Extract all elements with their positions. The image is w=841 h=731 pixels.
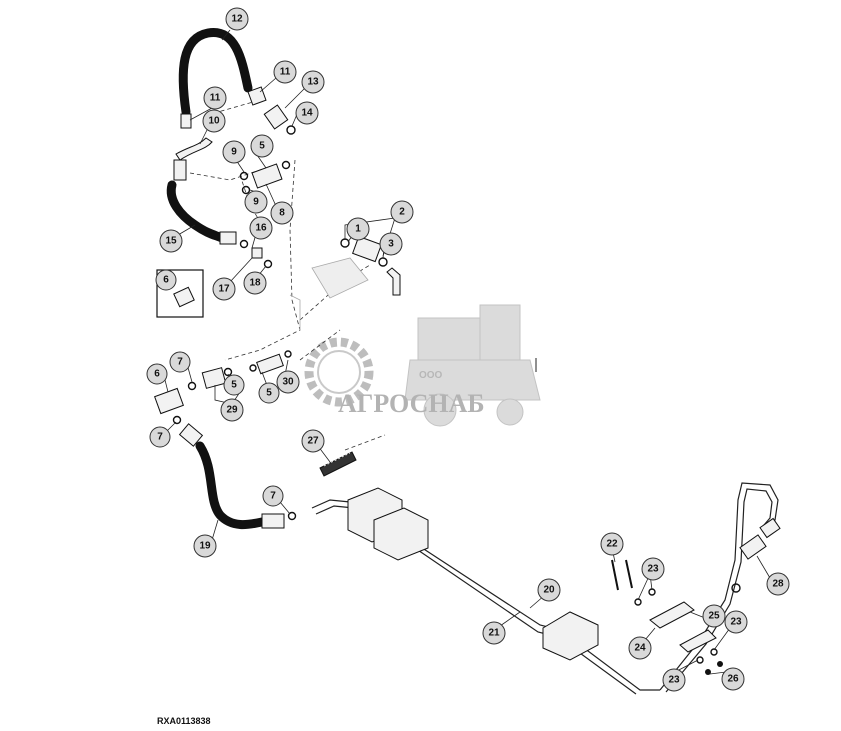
callout-23: 23 xyxy=(641,557,665,581)
svg-text:22: 22 xyxy=(606,539,618,550)
floor-plate xyxy=(289,257,537,372)
callout-24: 24 xyxy=(628,636,652,660)
fitting-8 xyxy=(239,160,291,195)
svg-text:6: 6 xyxy=(154,369,160,380)
callout-19: 19 xyxy=(193,534,217,558)
callout-7: 7 xyxy=(169,351,191,373)
callout-18: 18 xyxy=(243,271,267,295)
svg-text:23: 23 xyxy=(668,675,680,686)
callout-6: 6 xyxy=(146,363,168,385)
callout-12: 12 xyxy=(225,7,249,31)
svg-text:29: 29 xyxy=(226,405,238,416)
svg-text:14: 14 xyxy=(301,108,313,119)
valve-block-lower xyxy=(542,611,599,661)
hose-19 xyxy=(178,423,297,530)
svg-text:16: 16 xyxy=(255,223,267,234)
callout-13: 13 xyxy=(301,70,325,94)
svg-text:28: 28 xyxy=(772,579,784,590)
callouts: 12 11 13 11 14 10 9 5 9 8 2 1 3 15 16 17… xyxy=(146,7,790,692)
gear-logo-icon xyxy=(304,337,374,407)
bracket-24-25 xyxy=(611,559,741,675)
elbow-fitting-10 xyxy=(173,137,213,181)
reference-code: RXA0113838 xyxy=(157,716,211,726)
callout-10: 10 xyxy=(202,109,226,133)
callout-23: 23 xyxy=(662,668,686,692)
svg-text:30: 30 xyxy=(282,377,294,388)
svg-text:5: 5 xyxy=(266,388,272,399)
callout-5: 5 xyxy=(258,382,280,404)
callout-20: 20 xyxy=(537,578,561,602)
svg-text:1: 1 xyxy=(355,224,361,235)
svg-text:18: 18 xyxy=(249,278,261,289)
svg-text:26: 26 xyxy=(727,674,739,685)
callout-11: 11 xyxy=(203,86,227,110)
valve-block-upper-left xyxy=(347,487,429,561)
callout-7: 7 xyxy=(149,426,171,448)
hose-12 xyxy=(178,28,253,129)
callout-30: 30 xyxy=(276,370,300,394)
callout-29: 29 xyxy=(220,398,244,422)
svg-text:17: 17 xyxy=(218,284,230,295)
callout-8: 8 xyxy=(270,201,294,225)
callout-22: 22 xyxy=(600,532,624,556)
svg-text:8: 8 xyxy=(279,208,285,219)
callout-23: 23 xyxy=(724,610,748,634)
callout-6: 6 xyxy=(155,269,177,291)
svg-text:21: 21 xyxy=(488,628,500,639)
fitting-6-elbow xyxy=(154,381,197,425)
callout-5: 5 xyxy=(223,374,245,396)
svg-text:11: 11 xyxy=(280,67,291,78)
svg-text:7: 7 xyxy=(177,357,183,368)
svg-text:27: 27 xyxy=(307,436,319,447)
fitting-30 xyxy=(249,350,292,375)
sleeve-27 xyxy=(319,451,357,477)
callout-25: 25 xyxy=(702,604,726,628)
callout-9: 9 xyxy=(244,190,268,214)
svg-text:13: 13 xyxy=(307,77,319,88)
callout-2: 2 xyxy=(390,200,414,224)
fitting-29 xyxy=(201,367,233,389)
svg-text:3: 3 xyxy=(388,239,394,250)
svg-text:7: 7 xyxy=(270,491,276,502)
callout-27: 27 xyxy=(301,429,325,453)
svg-text:6: 6 xyxy=(163,275,169,286)
watermark-line1: ООО xyxy=(419,370,443,381)
svg-text:7: 7 xyxy=(157,432,163,443)
watermark: ООО АГРОСНАБ xyxy=(304,304,541,427)
svg-text:25: 25 xyxy=(708,611,720,622)
svg-text:23: 23 xyxy=(647,564,659,575)
callout-21: 21 xyxy=(482,621,506,645)
svg-text:9: 9 xyxy=(231,147,237,158)
callout-16: 16 xyxy=(249,216,273,240)
fitting-2 xyxy=(340,235,401,296)
svg-text:12: 12 xyxy=(231,14,243,25)
callout-28: 28 xyxy=(766,572,790,596)
svg-text:5: 5 xyxy=(231,380,237,391)
callout-26: 26 xyxy=(721,667,745,691)
callout-14: 14 xyxy=(295,101,319,125)
svg-text:19: 19 xyxy=(199,541,211,552)
svg-text:5: 5 xyxy=(259,141,265,152)
callout-11: 11 xyxy=(273,60,297,84)
callout-15: 15 xyxy=(159,229,183,253)
fitting-28 xyxy=(739,517,781,560)
callout-1: 1 xyxy=(346,217,370,241)
harvester-silhouette-icon xyxy=(404,304,541,427)
svg-text:11: 11 xyxy=(210,93,221,104)
watermark-line2: АГРОСНАБ xyxy=(338,389,485,418)
elbow-fitting-11 xyxy=(247,86,296,135)
callout-5: 5 xyxy=(250,134,274,158)
callout-3: 3 xyxy=(379,232,403,256)
svg-text:24: 24 xyxy=(634,643,646,654)
callout-9: 9 xyxy=(222,140,246,164)
callout-7: 7 xyxy=(262,485,284,507)
svg-text:9: 9 xyxy=(253,197,259,208)
svg-text:20: 20 xyxy=(543,585,555,596)
svg-text:23: 23 xyxy=(730,617,742,628)
svg-text:2: 2 xyxy=(399,207,405,218)
svg-text:15: 15 xyxy=(165,236,177,247)
callout-17: 17 xyxy=(212,277,236,301)
svg-text:10: 10 xyxy=(208,116,220,127)
